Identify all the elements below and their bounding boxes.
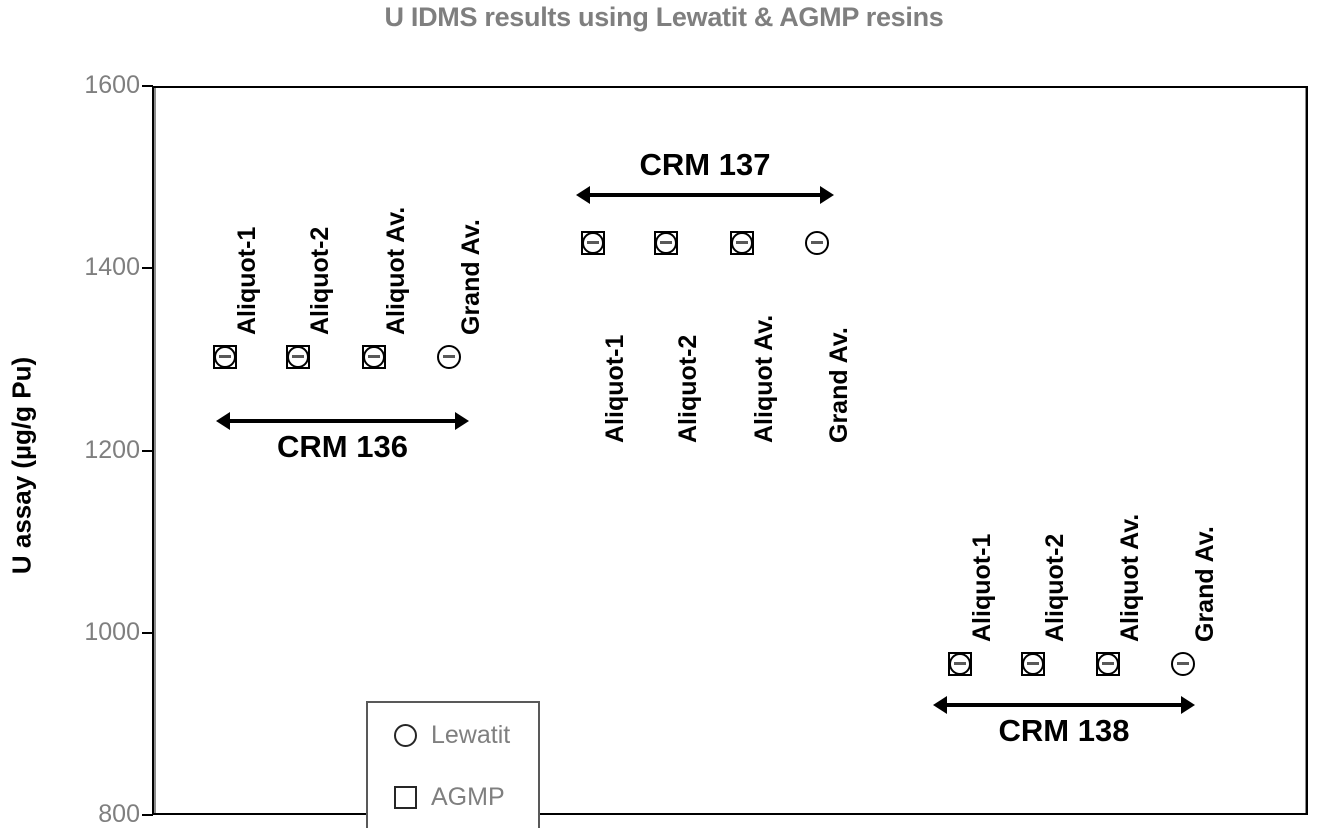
arrow-head-left-icon xyxy=(933,696,947,714)
arrow-head-right-icon xyxy=(820,186,834,204)
y-tick-label-800: 800 xyxy=(98,800,140,828)
group-label-crm-136: CRM 136 xyxy=(277,429,408,464)
y-tick-label-1200: 1200 xyxy=(84,435,140,464)
y-tick-label-1000: 1000 xyxy=(84,617,140,646)
arrow-head-left-icon xyxy=(216,412,230,430)
group-label-crm-137: CRM 137 xyxy=(639,147,771,182)
legend-circle-icon xyxy=(394,724,417,747)
point-label-crm-136-aliquot-1: Aliquot-1 xyxy=(233,226,261,335)
error-bar-dash xyxy=(954,661,966,666)
y-tick-label-1600: 1600 xyxy=(84,71,140,99)
data-point-crm-136-aliquot-av[interactable] xyxy=(361,344,387,370)
legend-square-icon xyxy=(394,786,417,809)
point-label-crm-137-grand-av: Grand Av. xyxy=(825,327,853,443)
error-bar-dash xyxy=(1102,661,1114,666)
point-label-crm-138-aliquot-1: Aliquot-1 xyxy=(968,533,996,642)
y-axis-title: U assay (µg/g Pu) xyxy=(6,356,37,575)
y-axis-tick-labels: 800 1000 1200 1400 1600 xyxy=(40,0,140,828)
data-point-crm-138-aliquot-2[interactable] xyxy=(1020,651,1046,677)
data-point-crm-137-aliquot-av[interactable] xyxy=(729,230,755,256)
arrow-head-right-icon xyxy=(455,412,469,430)
y-tick-mark-1200 xyxy=(142,449,153,452)
error-bar-dash xyxy=(1027,661,1039,666)
error-bar-dash xyxy=(1177,661,1189,666)
group-range-arrow-crm-138 xyxy=(933,696,1195,714)
chart-title: U IDMS results using Lewatit & AGMP resi… xyxy=(384,2,944,32)
arrow-shaft xyxy=(584,193,826,197)
error-bar-dash xyxy=(587,240,599,245)
y-tick-label-1400: 1400 xyxy=(84,253,140,282)
y-axis-line xyxy=(154,88,156,813)
legend-label-lewatit: Lewatit xyxy=(431,721,511,749)
group-range-arrow-crm-136 xyxy=(216,412,469,430)
data-point-crm-137-aliquot-2[interactable] xyxy=(653,230,679,256)
data-point-crm-136-grand-av[interactable] xyxy=(436,344,462,370)
point-label-crm-137-aliquot-av: Aliquot Av. xyxy=(750,314,778,443)
error-bar-dash xyxy=(368,354,380,359)
data-point-crm-136-aliquot-2[interactable] xyxy=(285,344,311,370)
group-label-crm-138: CRM 138 xyxy=(998,713,1130,748)
arrow-head-left-icon xyxy=(576,186,590,204)
y-tick-mark-1400 xyxy=(142,267,153,270)
error-bar-dash xyxy=(443,354,455,359)
data-point-crm-137-aliquot-1[interactable] xyxy=(580,230,606,256)
y-tick-mark-800 xyxy=(142,814,153,816)
point-label-crm-138-aliquot-av: Aliquot Av. xyxy=(1116,513,1144,642)
point-label-crm-136-aliquot-av: Aliquot Av. xyxy=(382,206,410,335)
group-range-arrow-crm-137 xyxy=(576,186,834,204)
point-label-crm-137-aliquot-2: Aliquot-2 xyxy=(674,334,702,443)
point-label-crm-137-aliquot-1: Aliquot-1 xyxy=(601,334,629,443)
error-bar-dash xyxy=(219,354,231,359)
error-bar-dash xyxy=(292,354,304,359)
data-point-crm-138-aliquot-av[interactable] xyxy=(1095,651,1121,677)
error-bar-dash xyxy=(811,240,823,245)
arrow-head-right-icon xyxy=(1181,696,1195,714)
legend-item-lewatit[interactable]: Lewatit xyxy=(394,723,510,748)
error-bar-dash xyxy=(660,240,672,245)
legend-label-agmp: AGMP xyxy=(431,783,505,811)
legend-item-agmp[interactable]: AGMP xyxy=(394,785,505,810)
error-bar-dash xyxy=(736,240,748,245)
data-point-crm-138-aliquot-1[interactable] xyxy=(947,651,973,677)
arrow-shaft xyxy=(224,419,461,423)
data-point-crm-137-grand-av[interactable] xyxy=(804,230,830,256)
y-tick-mark-1000 xyxy=(142,631,153,634)
y-tick-mark-1600 xyxy=(142,85,153,87)
point-label-crm-138-grand-av: Grand Av. xyxy=(1191,526,1219,642)
arrow-shaft xyxy=(941,703,1187,707)
plot-right-border xyxy=(1305,88,1306,813)
point-label-crm-138-aliquot-2: Aliquot-2 xyxy=(1041,533,1069,642)
data-point-crm-136-aliquot-1[interactable] xyxy=(212,344,238,370)
data-point-crm-138-grand-av[interactable] xyxy=(1170,651,1196,677)
point-label-crm-136-aliquot-2: Aliquot-2 xyxy=(306,226,334,335)
point-label-crm-136-grand-av: Grand Av. xyxy=(457,219,485,335)
